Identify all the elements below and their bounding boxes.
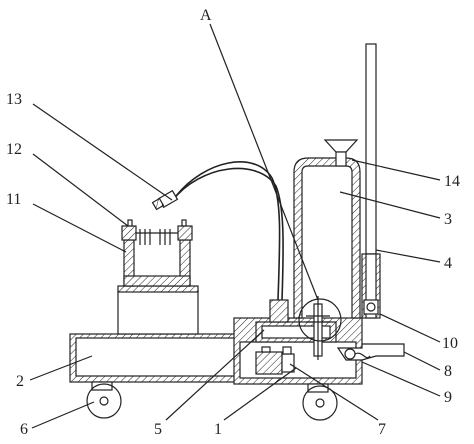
spray-hose [151, 161, 284, 301]
clamp-assembly [121, 219, 193, 245]
bolt [363, 299, 379, 315]
wheel-left [86, 381, 122, 419]
valve-shaft [298, 296, 342, 360]
support-block [117, 285, 199, 335]
label-12: 12 [6, 141, 22, 158]
label-3: 3 [444, 211, 452, 228]
funnel-inlet [323, 139, 359, 167]
handle-post [361, 43, 381, 319]
label-6: 6 [20, 421, 28, 438]
leader-lines [29, 23, 441, 429]
label-9: 9 [444, 389, 452, 406]
cart-base [69, 333, 241, 383]
label-A: A [200, 7, 212, 24]
latch-mechanism [336, 343, 405, 361]
label-13: 13 [6, 91, 22, 108]
pump-motor [255, 346, 295, 375]
u-frame [123, 239, 191, 287]
label-11: 11 [6, 191, 21, 208]
liquid-tank [293, 157, 361, 319]
label-1: 1 [214, 421, 222, 438]
label-7: 7 [378, 421, 386, 438]
pipe-connector [269, 299, 289, 323]
wheel-right [302, 383, 338, 421]
label-5: 5 [154, 421, 162, 438]
label-14: 14 [444, 173, 460, 190]
label-8: 8 [444, 363, 452, 380]
label-4: 4 [444, 255, 452, 272]
label-10: 10 [442, 335, 458, 352]
part-labels: A 13 12 11 14 3 4 10 8 9 2 6 5 1 7 [6, 7, 460, 438]
label-2: 2 [16, 373, 24, 390]
